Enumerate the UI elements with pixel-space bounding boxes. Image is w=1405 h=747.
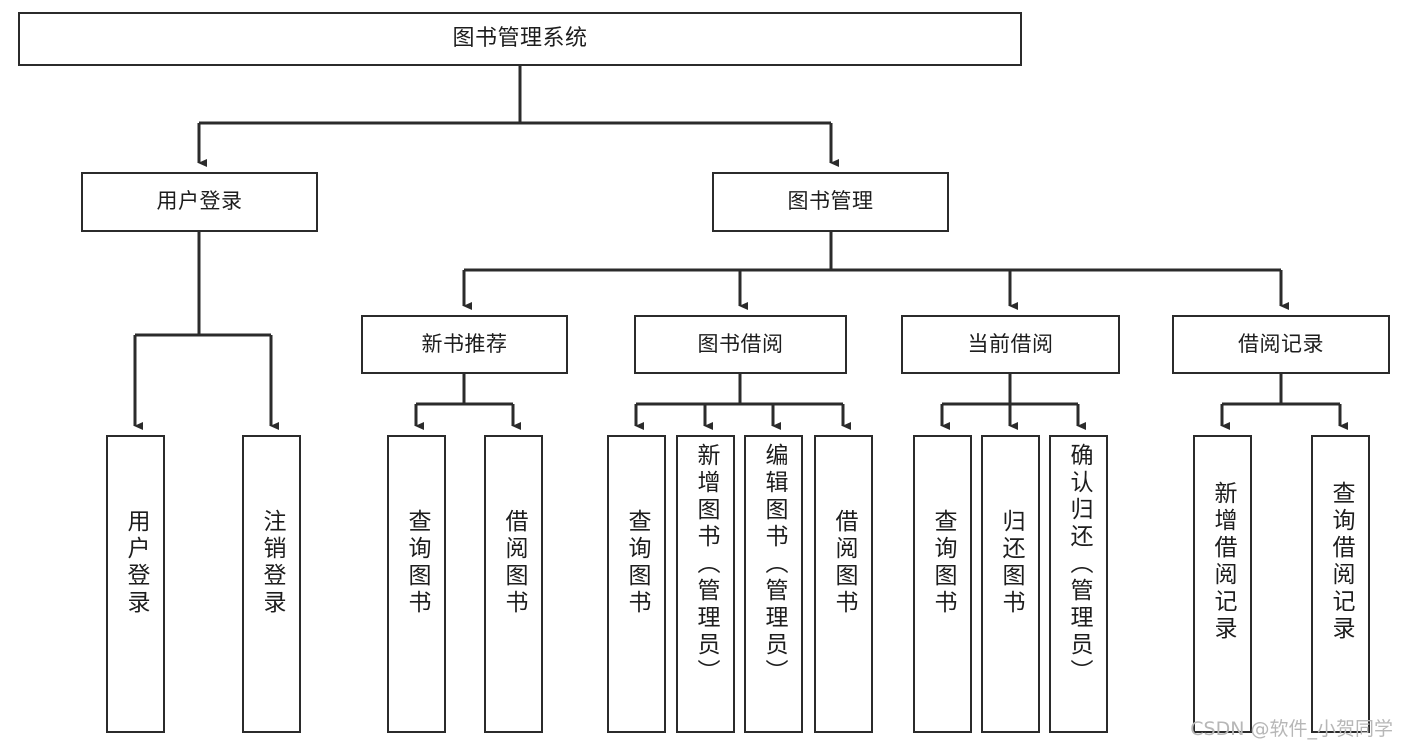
leaf-new-book-query-books[interactable]: 查询图书: [387, 435, 446, 733]
leaf-borrow-record-add-record[interactable]: 新增借阅记录: [1193, 435, 1252, 733]
node-label: 图书管理: [787, 189, 874, 214]
node-label: 归还图书: [998, 509, 1024, 617]
node-label: 借阅图书: [831, 509, 857, 617]
leaf-user-login-signout[interactable]: 注销登录: [242, 435, 301, 733]
node-label: 新书推荐: [421, 331, 508, 356]
node-label: 编辑图书（管理员）: [761, 443, 787, 686]
node-label: 确认归还（管理员）: [1066, 443, 1092, 686]
leaf-current-borrow-confirm-return-admin[interactable]: 确认归还（管理员）: [1049, 435, 1108, 733]
node-label: 借阅记录: [1238, 331, 1324, 356]
node-label: 查询借阅记录: [1328, 481, 1354, 643]
leaf-book-borrow-edit-book-admin[interactable]: 编辑图书（管理员）: [744, 435, 803, 733]
leaf-book-borrow-query-books[interactable]: 查询图书: [607, 435, 666, 733]
node-label: 图书管理系统: [452, 25, 588, 51]
node-root-book-management-system[interactable]: 图书管理系统: [18, 12, 1022, 66]
node-label: 用户登录: [123, 509, 149, 617]
node-label: 新增借阅记录: [1210, 481, 1236, 643]
node-label: 查询图书: [930, 509, 956, 617]
node-label: 查询图书: [404, 509, 430, 617]
watermark-text: CSDN @软件_小贺同学: [1190, 718, 1393, 740]
node-current-borrowing[interactable]: 当前借阅: [901, 315, 1120, 374]
leaf-user-login-signin[interactable]: 用户登录: [106, 435, 165, 733]
leaf-new-book-borrow-books[interactable]: 借阅图书: [484, 435, 543, 733]
node-book-management[interactable]: 图书管理: [712, 172, 949, 232]
node-label: 注销登录: [259, 509, 285, 617]
node-borrowing-record[interactable]: 借阅记录: [1172, 315, 1390, 374]
node-book-borrowing[interactable]: 图书借阅: [634, 315, 847, 374]
node-user-login[interactable]: 用户登录: [81, 172, 318, 232]
node-label: 新增图书（管理员）: [693, 443, 719, 686]
node-label: 当前借阅: [967, 331, 1054, 356]
leaf-borrow-record-query-record[interactable]: 查询借阅记录: [1311, 435, 1370, 733]
leaf-book-borrow-borrow-books[interactable]: 借阅图书: [814, 435, 873, 733]
node-label: 图书借阅: [697, 331, 784, 356]
node-new-book-recommendation[interactable]: 新书推荐: [361, 315, 568, 374]
leaf-current-borrow-return-books[interactable]: 归还图书: [981, 435, 1040, 733]
leaf-book-borrow-add-book-admin[interactable]: 新增图书（管理员）: [676, 435, 735, 733]
node-label: 用户登录: [156, 189, 243, 214]
node-label: 查询图书: [624, 509, 650, 617]
node-label: 借阅图书: [501, 509, 527, 617]
leaf-current-borrow-query-books[interactable]: 查询图书: [913, 435, 972, 733]
